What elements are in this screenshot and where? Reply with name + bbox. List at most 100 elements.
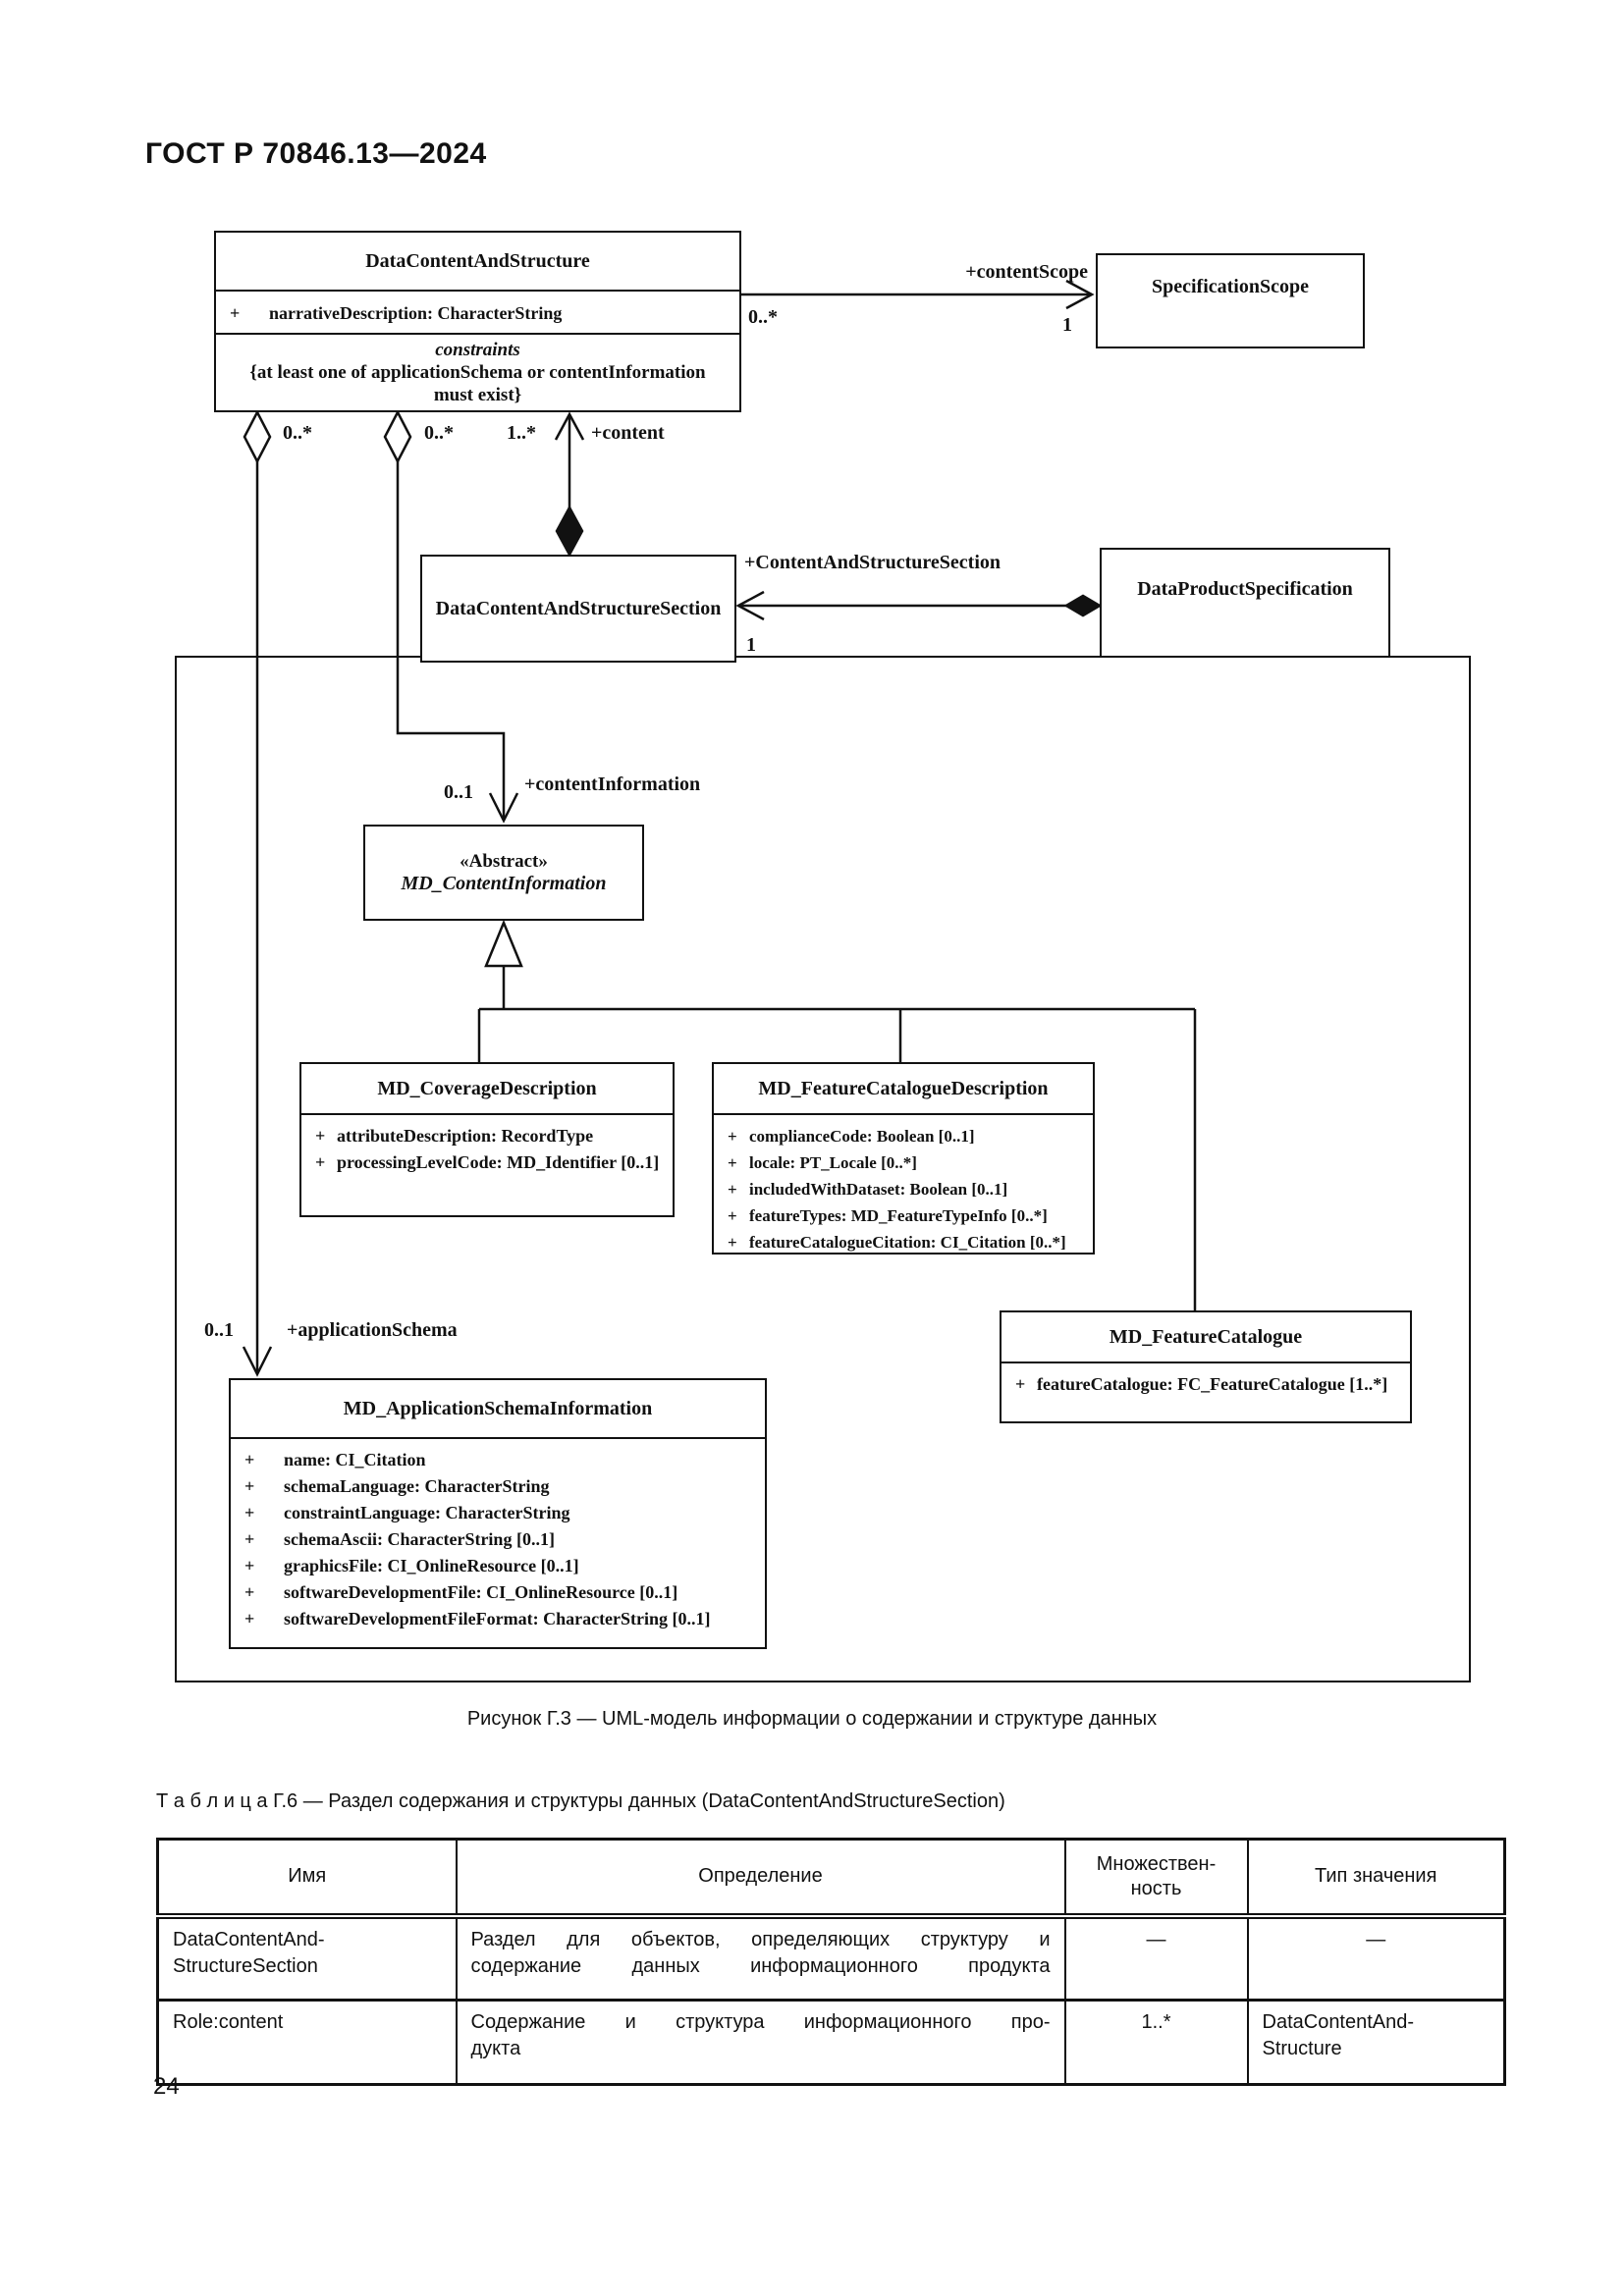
attribute-text: attributeDescription: RecordType	[337, 1126, 594, 1146]
cell-name: Role:content	[156, 1999, 458, 2086]
page-number: 24	[153, 2073, 180, 2100]
multiplicity-label: 0..*	[283, 422, 312, 444]
document-header: ГОСТ Р 70846.13—2024	[145, 137, 487, 170]
attribute-text: schemaAscii: CharacterString [0..1]	[284, 1529, 555, 1549]
table-row: DataContentAnd- StructureSection Раздел …	[156, 1914, 1506, 2002]
multiplicity-label: 0..*	[424, 422, 454, 444]
attribute-text: constraintLanguage: CharacterString	[284, 1503, 570, 1522]
class-title: MD_FeatureCatalogueDescription	[714, 1064, 1093, 1115]
class-attribute: + featureTypes: MD_FeatureTypeInfo [0..*…	[728, 1202, 1093, 1229]
class-attribute: + featureCatalogue: FC_FeatureCatalogue …	[1015, 1371, 1410, 1398]
table-g6: Имя Определение Множествен- ность Тип зн…	[156, 1838, 1506, 2086]
class-title: MD_FeatureCatalogue	[1001, 1312, 1410, 1363]
visibility-plus: +	[244, 1529, 255, 1549]
visibility-plus: +	[244, 1503, 255, 1522]
content-information-association-line	[396, 461, 506, 821]
attribute-text: includedWithDataset: Boolean [0..1]	[749, 1180, 1008, 1199]
attribute-text: softwareDevelopmentFileFormat: Character…	[284, 1609, 711, 1629]
visibility-plus: +	[244, 1476, 255, 1496]
class-data-content-and-structure-section: DataContentAndStructureSection	[420, 555, 736, 663]
role-label-content-information: +contentInformation	[524, 774, 701, 795]
class-attribute: + name: CI_Citation	[244, 1447, 765, 1473]
attribute-text: featureTypes: MD_FeatureTypeInfo [0..*]	[749, 1206, 1048, 1225]
aggregation-diamond-icon	[383, 409, 412, 464]
visibility-plus: +	[244, 1582, 255, 1602]
visibility-plus: +	[728, 1233, 737, 1252]
table-caption: Т а б л и ц а Г.6 — Раздел содержания и …	[156, 1790, 1005, 1812]
multiplicity-label: 1..*	[507, 422, 536, 444]
aggregation-diamond-icon	[243, 409, 272, 464]
class-attribute: + complianceCode: Boolean [0..1]	[728, 1123, 1093, 1149]
attribute-text: complianceCode: Boolean [0..1]	[749, 1127, 975, 1146]
attribute-text: processingLevelCode: MD_Identifier [0..1…	[337, 1152, 660, 1172]
column-header-multiplicity: Множествен- ность	[1063, 1838, 1249, 1919]
visibility-plus: +	[728, 1180, 737, 1199]
class-attribute: + schemaLanguage: CharacterString	[244, 1473, 765, 1500]
open-arrowhead-up-icon	[554, 411, 585, 441]
class-title: SpecificationScope	[1152, 275, 1309, 297]
attribute-text: name: CI_Citation	[284, 1450, 426, 1469]
multiplicity-label: 0..1	[204, 1319, 234, 1341]
composition-diamond-icon	[555, 505, 584, 558]
class-title: DataContentAndStructure	[216, 233, 739, 292]
class-attribute: + includedWithDataset: Boolean [0..1]	[728, 1176, 1093, 1202]
cell-value-type: DataContentAnd- Structure	[1246, 1999, 1506, 2086]
visibility-plus: +	[728, 1127, 737, 1146]
class-stereotype: «Abstract»	[460, 850, 548, 872]
open-arrowhead-down-icon	[242, 1346, 273, 1377]
visibility-plus: +	[244, 1450, 255, 1469]
class-md-content-information: «Abstract» MD_ContentInformation	[363, 825, 644, 921]
multiplicity-label: 0..1	[444, 781, 473, 803]
class-md-application-schema-information: MD_ApplicationSchemaInformation + name: …	[229, 1378, 767, 1649]
class-attribute: + processingLevelCode: MD_Identifier [0.…	[315, 1149, 673, 1176]
table-header-row: Имя Определение Множествен- ность Тип зн…	[156, 1838, 1506, 1919]
visibility-plus: +	[230, 303, 241, 323]
attribute-text: graphicsFile: CI_OnlineResource [0..1]	[284, 1556, 579, 1575]
visibility-plus: +	[728, 1153, 737, 1172]
multiplicity-label: 0..*	[748, 306, 778, 328]
composition-diamond-icon	[1063, 594, 1103, 617]
role-label-application-schema: +applicationSchema	[287, 1319, 458, 1341]
class-title: MD_CoverageDescription	[301, 1064, 673, 1115]
open-arrowhead-down-icon	[488, 792, 519, 824]
class-title: DataContentAndStructureSection	[435, 597, 722, 619]
attribute-text: locale: PT_Locale [0..*]	[749, 1153, 917, 1172]
attribute-text: narrativeDescription: CharacterString	[269, 303, 563, 323]
class-attribute: + softwareDevelopmentFileFormat: Charact…	[244, 1606, 765, 1632]
column-header-name: Имя	[156, 1838, 458, 1919]
attribute-text: softwareDevelopmentFile: CI_OnlineResour…	[284, 1582, 678, 1602]
constraints-heading: constraints	[435, 340, 520, 360]
class-md-feature-catalogue-description: MD_FeatureCatalogueDescription + complia…	[712, 1062, 1095, 1255]
open-arrowhead-left-icon	[735, 590, 765, 621]
cell-multiplicity: 1..*	[1063, 1999, 1249, 2086]
table-row: Role:content Содержание и структура инфо…	[156, 1999, 1506, 2086]
open-arrowhead-right-icon	[1065, 279, 1095, 310]
cell-name: DataContentAnd- StructureSection	[156, 1914, 458, 2002]
class-title: MD_ContentInformation	[401, 872, 607, 894]
figure-caption: Рисунок Г.3 — UML-модель информации о со…	[466, 1708, 1158, 1730]
attribute-text: schemaLanguage: CharacterString	[284, 1476, 550, 1496]
role-label-section: +ContentAndStructureSection	[744, 552, 1001, 573]
role-label-content-scope: +contentScope	[965, 261, 1088, 283]
constraint-text: {at least one of applicationSchema or co…	[249, 362, 706, 405]
visibility-plus: +	[244, 1556, 255, 1575]
column-header-definition: Определение	[455, 1838, 1066, 1919]
class-attribute: + narrativeDescription: CharacterString	[230, 300, 739, 327]
visibility-plus: +	[1015, 1374, 1026, 1394]
cell-definition: Раздел для объектов, определяющих структ…	[455, 1914, 1066, 2002]
visibility-plus: +	[244, 1609, 255, 1629]
class-md-coverage-description: MD_CoverageDescription + attributeDescri…	[299, 1062, 675, 1217]
generalization-triangle-icon	[484, 919, 523, 968]
class-attribute: + attributeDescription: RecordType	[315, 1123, 673, 1149]
class-data-content-and-structure: DataContentAndStructure + narrativeDescr…	[214, 231, 741, 412]
class-attribute: + softwareDevelopmentFile: CI_OnlineReso…	[244, 1579, 765, 1606]
class-title: DataProductSpecification	[1137, 577, 1353, 600]
column-header-value-type: Тип значения	[1246, 1838, 1506, 1919]
visibility-plus: +	[315, 1126, 326, 1146]
class-specification-scope: SpecificationScope	[1096, 253, 1365, 348]
cell-definition: Содержание и структура информационного п…	[455, 1999, 1066, 2086]
attribute-text: featureCatalogue: FC_FeatureCatalogue [1…	[1037, 1374, 1388, 1394]
figure-frame	[175, 656, 1471, 1682]
cell-value-type: —	[1246, 1914, 1506, 2002]
